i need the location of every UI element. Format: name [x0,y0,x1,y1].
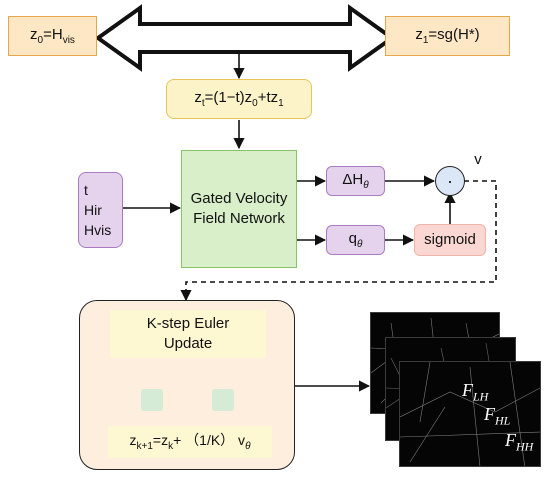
z1-box: z1=sg(H*) [385,16,510,56]
network-label-line2: Field Network [193,210,285,227]
feature-label-hl: FHL [484,404,511,428]
input-hir: Hir [84,201,102,218]
feature-map-front [399,361,541,467]
feature-label-lh: FLH [462,380,489,404]
euler-title-line2: Update [163,335,213,352]
zt-interpolation-box: zt=(1−t)z0+tz1 [166,79,312,119]
zt-label: zt=(1−t)z0+tz1 [194,88,284,109]
double-arrow [94,4,396,72]
q-label: qθ [348,229,363,250]
multiply-node: · [435,166,465,196]
euler-title-line1: K-step Euler [146,314,230,332]
sigmoid-label: sigmoid [424,231,476,248]
z0-label: z0=Hvis [30,25,75,46]
feature-texture-front [400,362,540,466]
network-label-line1: Gated Velocity [190,189,288,207]
input-t: t [84,181,88,198]
z1-label: z1=sg(H*) [415,25,480,46]
euler-equation: zk+1=zk+ （1/K） vθ [129,431,251,452]
sigmoid-box: sigmoid [414,224,486,256]
euler-title-box: K-step Euler Update [110,310,266,358]
state-square-right [212,389,234,411]
input-hvis: Hvis [84,222,112,239]
delta-h-box: ΔHθ [326,166,385,196]
multiply-symbol: · [447,171,453,191]
inputs-box: t Hir Hvis [78,172,123,248]
euler-equation-box: zk+1=zk+ （1/K） vθ [108,426,272,458]
feature-label-hh: FHH [505,430,534,454]
gated-velocity-network-box: Gated Velocity Field Network [181,150,297,268]
state-square-left [141,389,163,411]
v-label: v [474,151,482,168]
q-box: qθ [326,225,385,255]
delta-h-label: ΔHθ [342,170,369,191]
z0-box: z0=Hvis [8,16,97,56]
